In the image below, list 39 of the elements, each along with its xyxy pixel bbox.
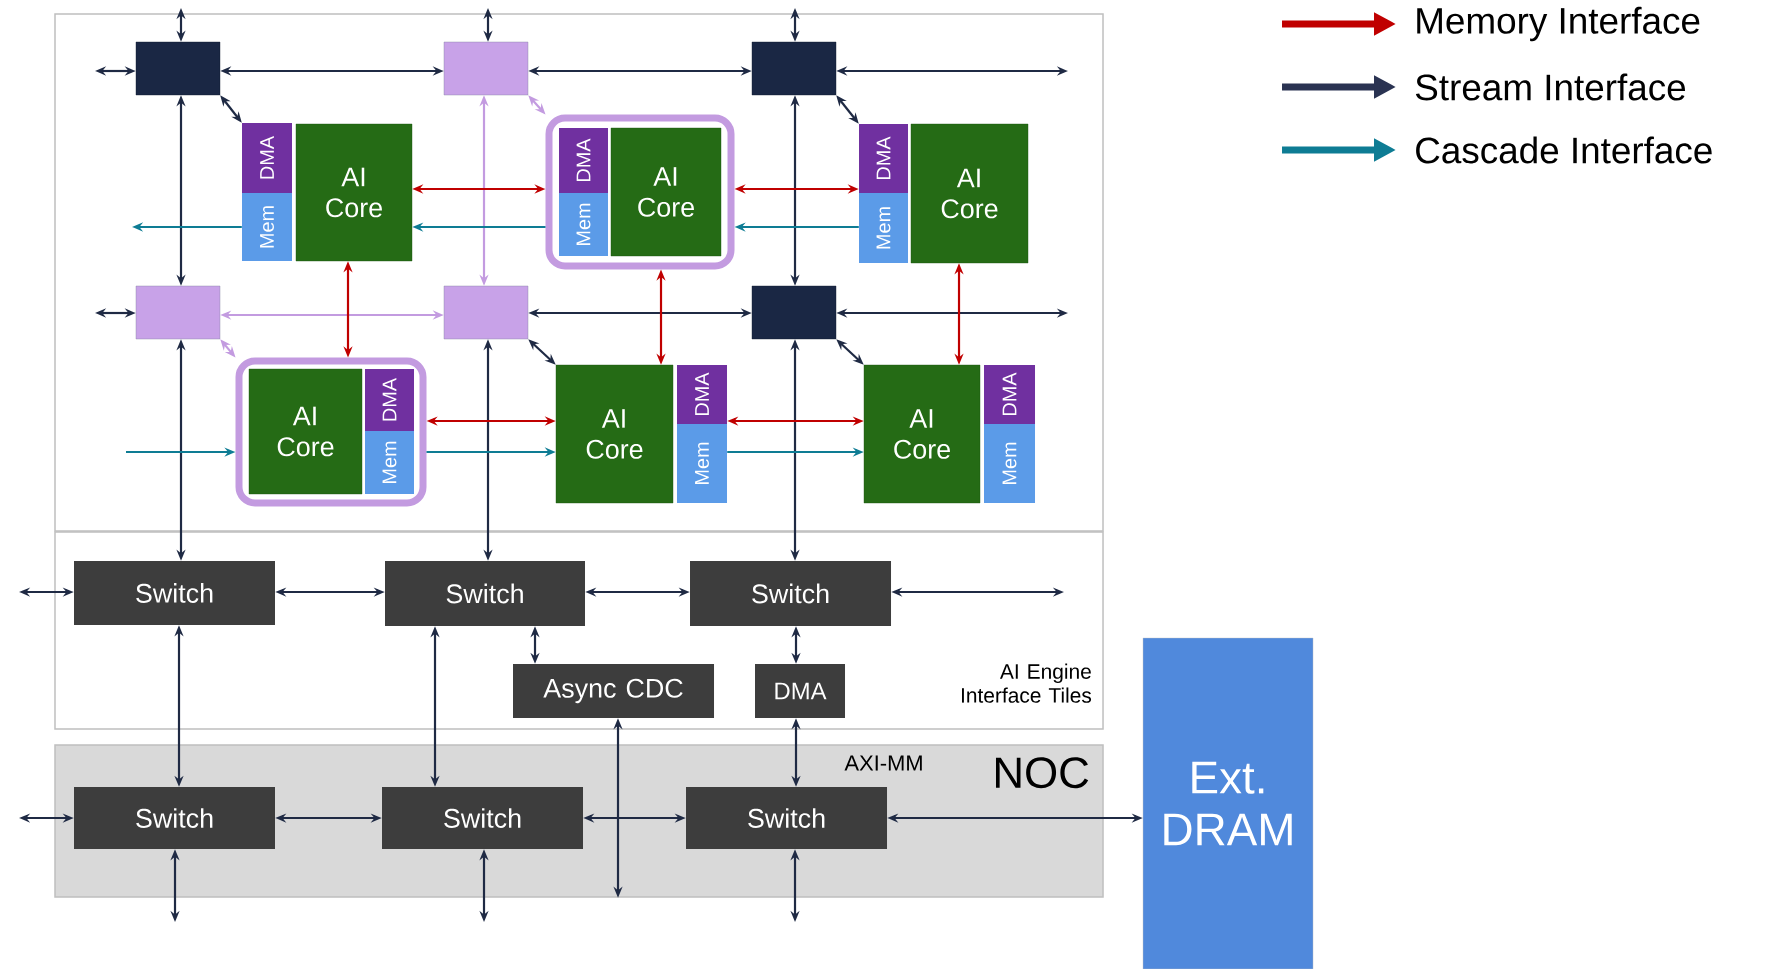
dram-block: Ext. DRAM xyxy=(1142,637,1314,969)
core-box: AI Core xyxy=(863,364,981,504)
switch-box: Switch xyxy=(686,787,887,849)
switch-box: Switch xyxy=(385,561,585,626)
dma-block: DMA xyxy=(365,369,414,431)
switch-box: Switch xyxy=(382,787,583,849)
switch-block xyxy=(751,285,837,340)
edge-label: AXI-MM xyxy=(843,754,925,772)
memory-block: Mem xyxy=(859,193,908,263)
legend-label: Cascade Interface xyxy=(1416,136,1712,164)
dma-box: DMA xyxy=(755,664,845,718)
legend-label: Memory Interface xyxy=(1417,6,1700,42)
memory-block: Mem xyxy=(242,193,292,261)
dma-block: DMA xyxy=(677,365,727,424)
cdc-box: Async CDC xyxy=(513,664,714,718)
switch-block xyxy=(135,285,221,340)
memory-block: Mem xyxy=(365,431,414,494)
switch-box: Switch xyxy=(74,787,275,849)
switch-box: Switch xyxy=(74,561,275,625)
legend-label: Stream Interface xyxy=(1415,73,1686,101)
memory-block: Mem xyxy=(984,424,1035,503)
dma-block: DMA xyxy=(559,128,608,193)
core-box: AI Core xyxy=(610,127,722,257)
memory-block: Mem xyxy=(559,193,608,256)
switch-block xyxy=(135,41,221,96)
core-box: AI Core xyxy=(910,123,1029,264)
switch-box: Switch xyxy=(690,561,891,626)
dma-block: DMA xyxy=(984,365,1035,424)
core-box: AI Core xyxy=(295,123,413,262)
highlight-frame xyxy=(235,357,427,507)
highlight-frame xyxy=(545,114,735,270)
dma-block: DMA xyxy=(242,123,292,193)
switch-block xyxy=(443,41,529,96)
core-box: AI Core xyxy=(555,364,674,504)
memory-block: Mem xyxy=(677,424,727,503)
core-box: AI Core xyxy=(248,368,363,495)
dma-block: DMA xyxy=(859,124,908,193)
switch-block xyxy=(443,285,529,340)
switch-block xyxy=(751,41,837,96)
